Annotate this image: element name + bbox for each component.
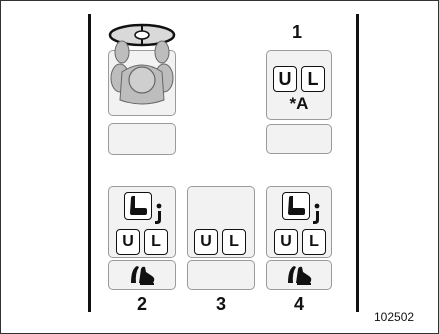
- seat-3-tile-u: U: [194, 229, 218, 255]
- seat-4-rear-facing-seat-icon: [282, 192, 310, 220]
- seat-1-tile-l: L: [301, 66, 325, 92]
- seat-3-tile-l: L: [222, 229, 246, 255]
- seat-1-cushion: [266, 124, 332, 154]
- seat-1-note: *A: [289, 94, 309, 113]
- seat-label-4: 4: [293, 294, 304, 314]
- figure-reference: 102502: [374, 310, 415, 324]
- seat-label-1: 1: [291, 22, 302, 42]
- seat-4-child-seat-icon: [288, 266, 312, 285]
- seat-3-cushion: [187, 260, 255, 290]
- seat-2-tile-l: L: [144, 229, 168, 255]
- seat-label-3: 3: [215, 294, 226, 314]
- seat-4-anchor-icon: [313, 203, 320, 224]
- right-divider: [356, 14, 359, 312]
- left-divider: [88, 14, 91, 312]
- seat-2-tile-u: U: [116, 229, 140, 255]
- driver-seat-cushion: [108, 123, 176, 155]
- seat-4-tile-l: L: [302, 229, 326, 255]
- seat-1-tile-u: U: [273, 66, 297, 92]
- seat-label-2: 2: [136, 294, 147, 314]
- seat-2-rear-facing-seat-icon: [124, 192, 152, 220]
- seat-2-child-seat-icon: [131, 266, 155, 285]
- seat-2-anchor-icon: [155, 203, 162, 224]
- seat-4-tile-u: U: [274, 229, 298, 255]
